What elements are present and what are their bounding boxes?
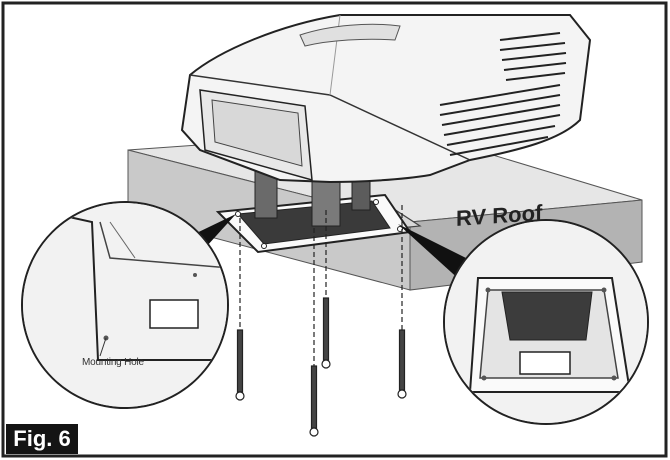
figure-number-badge: Fig. 6 — [6, 424, 78, 454]
mounting-hole-label: Mounting Hole — [82, 357, 144, 368]
ac-unit — [180, 14, 592, 184]
right-callout-leader — [398, 224, 474, 282]
mounting-bolts — [235, 205, 407, 437]
right-detail-callout — [443, 219, 649, 425]
ac-unit-side-vents — [499, 32, 567, 81]
left-detail-callout — [21, 201, 229, 409]
ac-unit-grille — [439, 84, 561, 156]
